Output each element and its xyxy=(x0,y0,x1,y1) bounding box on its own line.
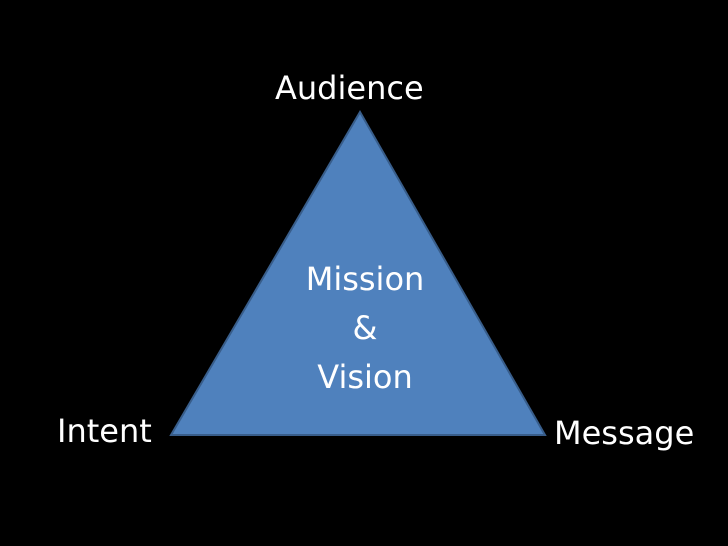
center-text-line-2: & xyxy=(352,309,378,347)
center-text-line-1: Mission xyxy=(305,260,425,298)
vertex-label-audience: Audience xyxy=(275,69,424,107)
vertex-label-message: Message xyxy=(554,414,695,452)
triangle-shape xyxy=(169,110,547,436)
center-text-line-3: Vision xyxy=(317,358,413,396)
vertex-label-intent: Intent xyxy=(57,412,152,450)
